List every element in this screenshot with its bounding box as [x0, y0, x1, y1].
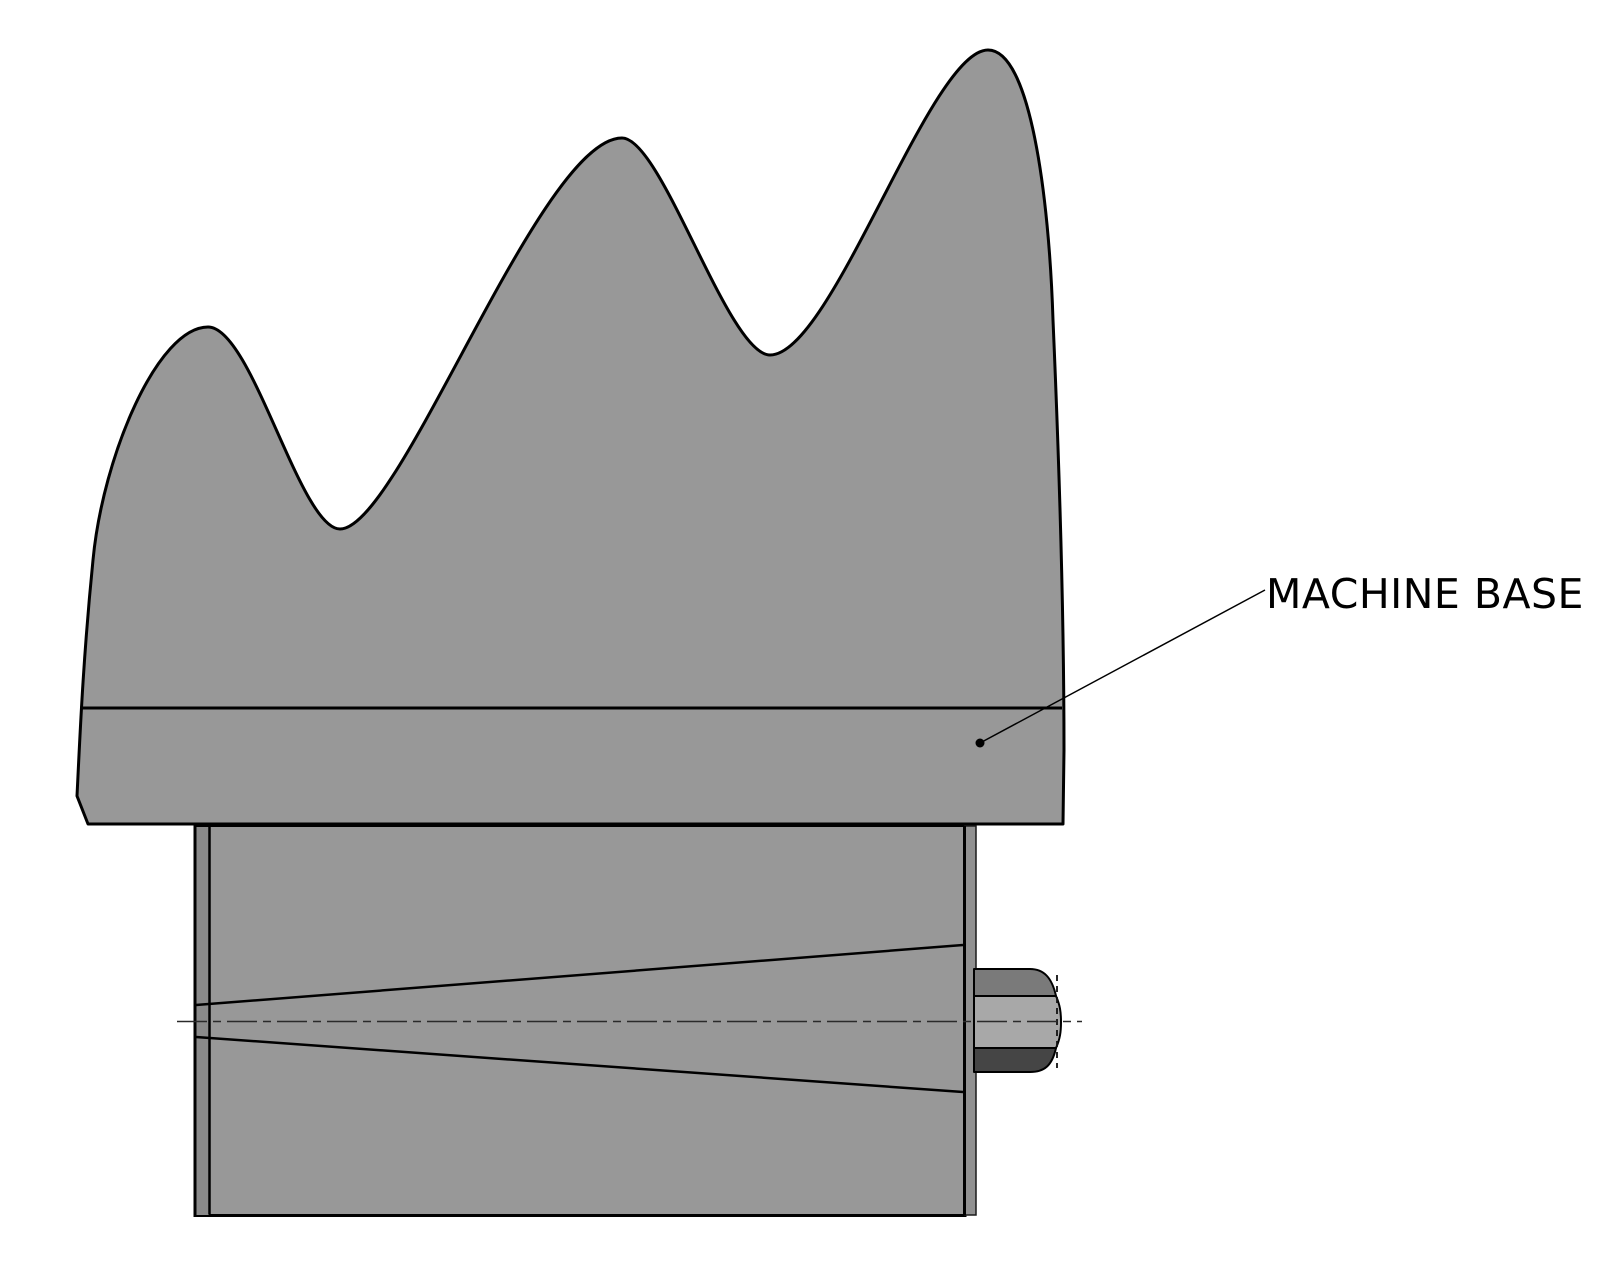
leader-dot: [975, 738, 985, 748]
bolt-head-top-facet: [973, 968, 1057, 997]
taper-line-lower: [195, 1035, 964, 1094]
machine-base-label: MACHINE BASE: [1266, 570, 1584, 618]
lower-block: [193, 824, 967, 1217]
machine-base-upper-body: [75, 48, 1066, 826]
taper-line-upper: [195, 943, 964, 1007]
leader-line: [979, 589, 1266, 744]
bolt-head-bottom-facet: [973, 1047, 1057, 1073]
